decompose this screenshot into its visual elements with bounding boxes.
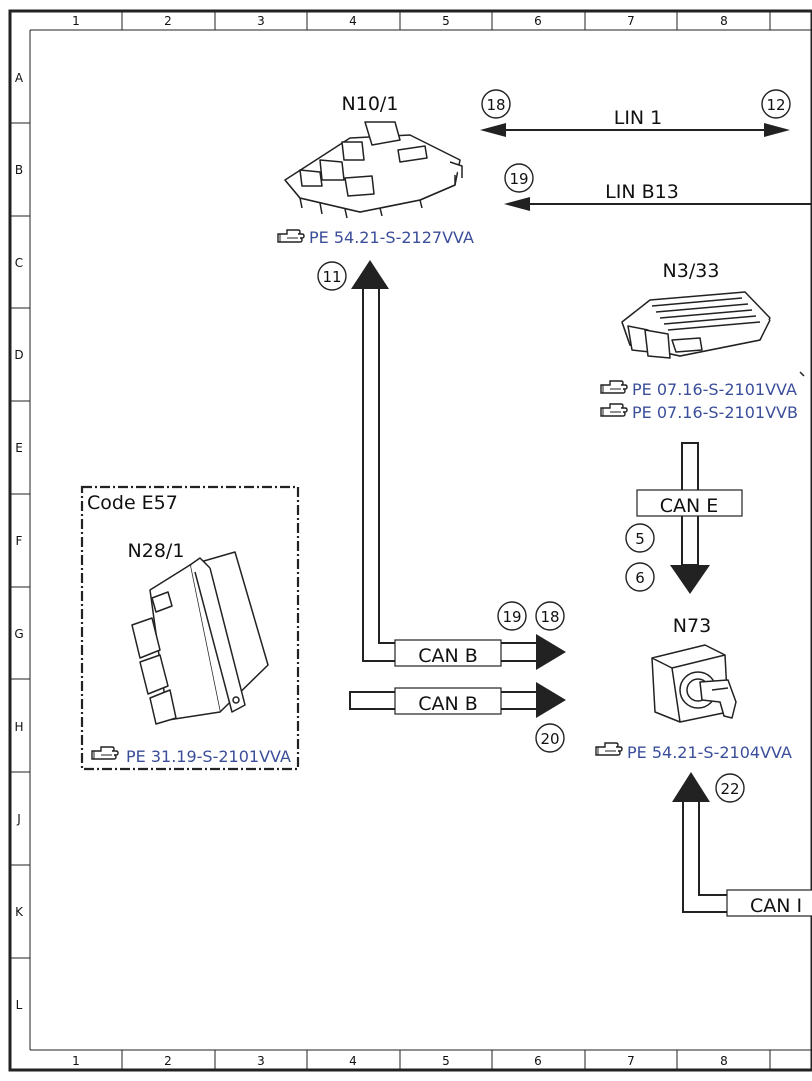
col-label: 5: [442, 1054, 450, 1068]
arrow-up-icon: [672, 772, 710, 802]
can-b-upper-tag: [394, 639, 502, 667]
n3-33-ref-b[interactable]: PE 07.16-S-2101VVB: [600, 403, 798, 422]
row-ruler-left: [10, 122, 30, 959]
can-e-label: CAN E: [660, 495, 719, 517]
node-circle: [715, 773, 745, 803]
lin1-label: LIN 1: [614, 107, 663, 129]
can-b-lower-label: CAN B: [418, 693, 478, 715]
arrow-left-icon: [480, 123, 506, 137]
col-label: 3: [257, 14, 265, 28]
col-label: 1: [72, 14, 80, 28]
row-label: H: [14, 720, 23, 734]
node-number: 6: [635, 569, 645, 587]
col-label: 6: [534, 14, 542, 28]
row-label: L: [16, 998, 23, 1012]
n28-1-label: N28/1: [128, 540, 185, 562]
row-label: E: [15, 441, 23, 455]
node-circle: [317, 261, 347, 291]
row-label: F: [16, 534, 23, 548]
node-number: 18: [540, 608, 559, 626]
row-label: D: [14, 348, 23, 362]
row-label: C: [15, 256, 23, 270]
arrow-right-icon: [536, 634, 566, 670]
n3-33-module-drawing: [621, 291, 805, 377]
ref-link[interactable]: PE 54.21-S-2104VVA: [627, 743, 792, 762]
pointing-hand-icon: [277, 229, 305, 243]
node-circle: [761, 89, 791, 119]
row-label: K: [15, 905, 24, 919]
col-label: 5: [442, 14, 450, 28]
node-circle: [625, 523, 655, 553]
node-number: 20: [540, 730, 559, 748]
n28-1-ref[interactable]: PE 31.19-S-2101VVA: [91, 746, 291, 766]
can-b-lower-tag: [394, 687, 502, 715]
col-label: 7: [627, 14, 635, 28]
can-bottom-tag: [726, 889, 812, 917]
node-number: 19: [502, 608, 521, 626]
col-label: 3: [257, 1054, 265, 1068]
row-label: J: [16, 812, 21, 826]
can-b-upper-label: CAN B: [418, 645, 478, 667]
col-label: 8: [720, 1054, 728, 1068]
code-e57-label: Code E57: [87, 492, 178, 514]
ref-link[interactable]: PE 54.21-S-2127VVA: [309, 228, 474, 247]
n28-1-module-drawing: [131, 551, 269, 725]
n73-ignition-switch-drawing: [651, 644, 737, 723]
n73-ref[interactable]: PE 54.21-S-2104VVA: [595, 742, 792, 762]
code-e57-box: [80, 485, 300, 771]
ref-link[interactable]: PE 31.19-S-2101VVA: [126, 747, 291, 766]
col-label: 1: [72, 1054, 80, 1068]
column-ruler-bottom: [121, 1050, 771, 1070]
node-circle: [497, 601, 527, 631]
pointing-hand-icon: [600, 380, 628, 394]
node-number: 12: [766, 96, 785, 114]
node-circle: [504, 163, 534, 193]
node-number: 5: [635, 530, 645, 548]
outer-frame: [8, 9, 812, 1072]
n10-1-module-drawing: [284, 121, 463, 219]
arrow-down-icon: [670, 565, 710, 594]
col-label: 6: [534, 1054, 542, 1068]
column-ruler-top: [121, 11, 771, 30]
node-number: 11: [322, 268, 341, 286]
col-label: 4: [349, 1054, 357, 1068]
arrow-up-icon: [351, 260, 389, 289]
col-label: 8: [720, 14, 728, 28]
can-e-tag: [636, 489, 743, 517]
node-number: 18: [486, 96, 505, 114]
node-circle: [481, 89, 511, 119]
pointing-hand-icon: [91, 746, 119, 760]
arrow-left-icon: [504, 197, 530, 211]
pointing-hand-icon: [595, 742, 623, 756]
ref-link[interactable]: PE 07.16-S-2101VVA: [632, 380, 797, 399]
ref-link[interactable]: PE 07.16-S-2101VVB: [632, 403, 798, 422]
node-number: 22: [720, 780, 739, 798]
col-label: 4: [349, 14, 357, 28]
n10-1-label: N10/1: [342, 93, 399, 115]
arrow-right-icon: [536, 682, 566, 718]
node-circle: [535, 601, 565, 631]
col-label: 7: [627, 1054, 635, 1068]
node-number: 19: [509, 170, 528, 188]
row-label: B: [15, 163, 23, 177]
n73-label: N73: [673, 615, 711, 637]
col-label: 2: [164, 1054, 172, 1068]
can-bottom-label: CAN I: [750, 895, 802, 917]
col-label: 2: [164, 14, 172, 28]
row-label: G: [14, 627, 23, 641]
linb13-label: LIN B13: [605, 181, 679, 203]
n10-1-ref[interactable]: PE 54.21-S-2127VVA: [277, 228, 474, 247]
n3-33-ref-a[interactable]: PE 07.16-S-2101VVA: [600, 380, 797, 399]
row-label: A: [15, 71, 24, 85]
node-circle: [625, 562, 655, 592]
n3-33-label: N3/33: [663, 260, 720, 282]
pointing-hand-icon: [600, 403, 628, 417]
arrow-right-icon: [764, 123, 790, 137]
node-circle: [535, 723, 565, 753]
